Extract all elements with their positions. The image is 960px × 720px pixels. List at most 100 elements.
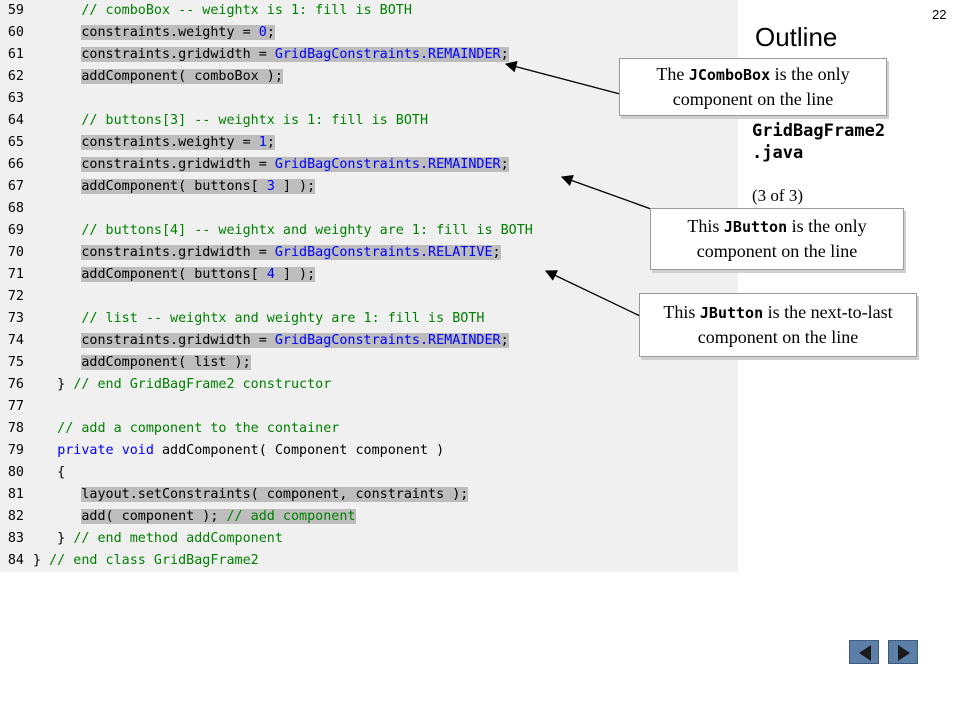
page-indicator: (3 of 3) <box>752 186 803 205</box>
line-number: 80 <box>7 465 24 480</box>
line-number: 84 <box>7 553 24 568</box>
code-token: } <box>33 531 74 546</box>
code-line: 60 constraints.weighty = 0; <box>0 22 275 44</box>
code-line: 68 <box>0 198 24 220</box>
code-text: } // end method addComponent <box>33 528 283 550</box>
callout-3-post: is the next-to-last component on the lin… <box>697 302 893 347</box>
code-token: ; <box>500 47 509 62</box>
code-line: 79 private void addComponent( Component … <box>0 440 444 462</box>
code-token: GridBagConstraints.REMAINDER <box>274 47 501 62</box>
code-token: } <box>33 553 50 568</box>
code-text: // buttons[3] -- weightx is 1: fill is B… <box>33 110 428 132</box>
code-text: layout.setConstraints( component, constr… <box>33 484 469 506</box>
line-number: 62 <box>7 69 24 84</box>
code-line: 83 } // end method addComponent <box>0 528 283 550</box>
code-line: 82 add( component ); // add component <box>0 506 356 528</box>
line-number: 68 <box>7 201 24 216</box>
code-token: { <box>33 465 66 480</box>
next-slide-button[interactable] <box>888 640 918 664</box>
code-text: addComponent( buttons[ 4 ] ); <box>33 264 316 286</box>
line-number: 78 <box>7 421 24 436</box>
line-number: 82 <box>7 509 24 524</box>
code-token: addComponent( buttons[ <box>81 179 267 194</box>
code-token: constraints.weighty = <box>81 25 259 40</box>
previous-slide-button[interactable] <box>849 640 879 664</box>
callout-2-code: JButton <box>723 218 788 236</box>
code-line: 80 { <box>0 462 65 484</box>
code-line: 76 } // end GridBagFrame2 constructor <box>0 374 331 396</box>
code-token: // comboBox -- weightx is 1: fill is BOT… <box>33 3 412 18</box>
code-text: // buttons[4] -- weightx and weighty are… <box>33 220 532 242</box>
code-line: 75 addComponent( list ); <box>0 352 251 374</box>
code-token: // buttons[3] -- weightx is 1: fill is B… <box>33 113 429 128</box>
line-number: 66 <box>7 157 24 172</box>
slide-number: 22 <box>932 7 947 22</box>
line-number: 60 <box>7 25 24 40</box>
code-text: // comboBox -- weightx is 1: fill is BOT… <box>33 0 412 22</box>
file-name: GridBagFrame2 .java <box>752 121 886 163</box>
code-text: constraints.gridwidth = GridBagConstrain… <box>33 44 509 66</box>
code-text: add( component ); // add component <box>33 506 356 528</box>
line-number: 69 <box>7 223 24 238</box>
line-number: 67 <box>7 179 24 194</box>
code-line: 78 // add a component to the container <box>0 418 339 440</box>
line-number: 81 <box>7 487 24 502</box>
code-token: 3 <box>266 179 275 194</box>
code-text: constraints.gridwidth = GridBagConstrain… <box>33 242 501 264</box>
code-token: constraints.gridwidth = <box>81 47 275 62</box>
code-token: addComponent( list ); <box>81 355 251 370</box>
code-text: } // end GridBagFrame2 constructor <box>33 374 331 396</box>
code-text: constraints.gridwidth = GridBagConstrain… <box>33 330 509 352</box>
callout-1-pre: The <box>656 64 689 84</box>
code-token: add( component ); <box>81 509 227 524</box>
arrow-3 <box>544 270 641 317</box>
code-text: constraints.weighty = 0; <box>33 22 275 44</box>
callout-jbutton-next-to-last: This JButton is the next-to-last compone… <box>639 293 917 357</box>
line-number: 72 <box>7 289 24 304</box>
arrow-2 <box>560 175 652 210</box>
code-line: 67 addComponent( buttons[ 3 ] ); <box>0 176 316 198</box>
code-token: addComponent( Component component ) <box>153 443 445 458</box>
code-text: { <box>33 462 65 484</box>
code-listing: 59 // comboBox -- weightx is 1: fill is … <box>0 0 738 572</box>
code-line: 64 // buttons[3] -- weightx is 1: fill i… <box>0 110 428 132</box>
code-token: // add component <box>226 509 356 524</box>
arrow-1 <box>504 61 621 95</box>
line-number: 75 <box>7 355 24 370</box>
line-number: 71 <box>7 267 24 282</box>
code-line: 61 constraints.gridwidth = GridBagConstr… <box>0 44 509 66</box>
line-number: 65 <box>7 135 24 150</box>
code-token: ; <box>266 25 275 40</box>
code-token: constraints.gridwidth = <box>81 157 275 172</box>
line-number: 73 <box>7 311 24 326</box>
callout-1-code: JComboBox <box>688 66 771 84</box>
code-line: 69 // buttons[4] -- weightx and weighty … <box>0 220 533 242</box>
code-line: 65 constraints.weighty = 1; <box>0 132 275 154</box>
line-number: 79 <box>7 443 24 458</box>
code-token: constraints.gridwidth = <box>81 245 275 260</box>
code-token: ; <box>500 157 509 172</box>
code-token: // end method addComponent <box>73 531 283 546</box>
code-token: ; <box>500 333 509 348</box>
code-text: private void addComponent( Component com… <box>33 440 444 462</box>
callout-jbutton-only: This JButton is the only component on th… <box>650 208 904 270</box>
code-token: ; <box>266 135 275 150</box>
code-line: 74 constraints.gridwidth = GridBagConstr… <box>0 330 509 352</box>
code-text: addComponent( list ); <box>33 352 251 374</box>
code-line: 81 layout.setConstraints( component, con… <box>0 484 469 506</box>
code-line: 71 addComponent( buttons[ 4 ] ); <box>0 264 316 286</box>
code-token: 1 <box>258 135 267 150</box>
callout-3-code: JButton <box>699 304 764 322</box>
code-token: addComponent( buttons[ <box>81 267 267 282</box>
code-token: ; <box>492 245 501 260</box>
code-token: // end GridBagFrame2 constructor <box>73 377 332 392</box>
code-token: constraints.weighty = <box>81 135 259 150</box>
code-line: 59 // comboBox -- weightx is 1: fill is … <box>0 0 412 22</box>
code-token: // list -- weightx and weighty are 1: fi… <box>33 311 485 326</box>
triangle-right-icon <box>898 645 910 661</box>
code-token: GridBagConstraints.REMAINDER <box>274 157 501 172</box>
code-line: 73 // list -- weightx and weighty are 1:… <box>0 308 485 330</box>
code-token: layout.setConstraints( component, constr… <box>81 487 469 502</box>
code-token: 0 <box>258 25 267 40</box>
